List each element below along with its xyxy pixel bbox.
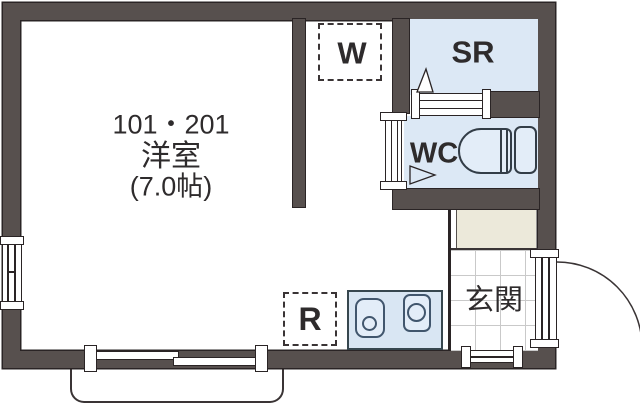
window-left-pane	[14, 245, 16, 301]
toilet-seat-line	[506, 130, 508, 172]
main-room-name: 洋室	[141, 140, 201, 173]
wc-door-fold-triangle-icon	[409, 165, 437, 185]
window-left-mullion	[8, 271, 15, 273]
service-room-door-post	[411, 89, 420, 119]
entrance-step	[456, 208, 536, 249]
service-room-label: SR	[451, 34, 495, 70]
entrance-door-line	[548, 258, 550, 339]
interior-wall-wc-bottom	[392, 188, 540, 210]
window-left-cap	[0, 301, 24, 310]
toilet-icon	[458, 128, 512, 174]
burner-icon	[407, 303, 426, 322]
service-room-door-line	[420, 107, 482, 109]
toilet-door-line	[396, 121, 398, 181]
interior-wall-sr-bottom	[488, 91, 540, 118]
entrance-partition-line	[448, 210, 451, 351]
window-entrance-line	[471, 356, 513, 358]
unit-label: 101・201	[112, 109, 230, 140]
entrance-floor	[450, 248, 538, 351]
washing-machine-label: W	[337, 35, 367, 71]
toilet-seat-line	[500, 130, 502, 172]
toilet-label: WC	[409, 137, 459, 170]
toilet-door-line	[390, 121, 392, 181]
interior-wall-main	[292, 18, 306, 208]
window-main-post	[84, 345, 97, 372]
toilet-door-post	[380, 181, 407, 190]
window-entrance-post	[513, 346, 523, 368]
service-room-door-line	[420, 99, 482, 101]
entrance-door-cap	[530, 249, 559, 258]
window-left-cap	[0, 236, 24, 245]
toilet-door-post	[380, 112, 407, 121]
window-left-pane	[7, 245, 9, 301]
balcony	[70, 363, 284, 403]
washing-machine-box	[318, 23, 382, 81]
refrigerator-label: R	[298, 301, 322, 337]
entrance-door-cap	[530, 339, 559, 348]
main-room-size: (7.0帖)	[129, 171, 213, 202]
window-main-post	[255, 345, 268, 372]
entrance-door-line	[541, 258, 543, 339]
refrigerator-box	[283, 292, 337, 346]
entrance-label: 玄関	[464, 284, 524, 317]
toilet-tank	[514, 126, 537, 174]
entrance-door-arc-icon	[556, 261, 640, 333]
service-room-door-post	[482, 89, 491, 119]
sink-drain-icon	[362, 316, 377, 331]
window-entrance-post	[461, 346, 471, 368]
sr-door-fold-triangle-icon	[416, 67, 434, 93]
